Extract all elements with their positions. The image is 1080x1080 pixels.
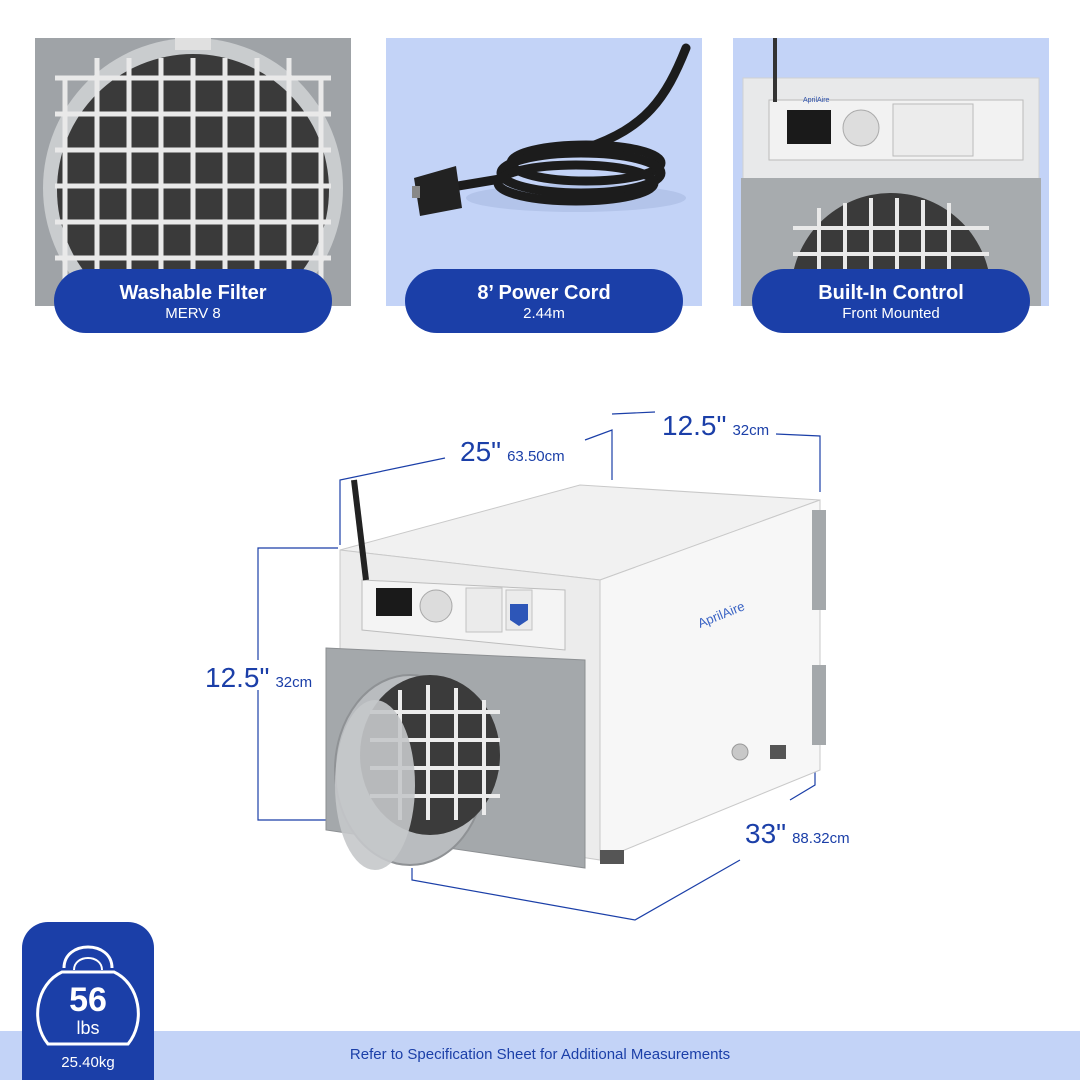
power-cord-illustration (412, 43, 691, 216)
dimension-depth-imperial: 12.5" (662, 410, 727, 441)
weight-badge: 56 lbs 25.40kg (22, 922, 154, 1080)
weight-value: 56 (69, 981, 107, 1019)
feature-badge-power-cord: 8’ Power Cord 2.44m (405, 269, 683, 333)
dimension-length-imperial: 33" (745, 818, 787, 849)
feature-badge-filter: Washable Filter MERV 8 (54, 269, 332, 333)
weight-unit: lbs (76, 1018, 100, 1038)
feature-title: Built-In Control (818, 282, 964, 304)
power-cord-image (386, 38, 702, 306)
feature-badge-control: Built-In Control Front Mounted (752, 269, 1030, 333)
footer-bar (0, 1031, 1080, 1080)
dimension-length-metric: 88.32cm (792, 830, 850, 847)
dimension-length: 33" 88.32cm (745, 818, 850, 850)
feature-subtitle: MERV 8 (165, 305, 221, 322)
dimension-lines (257, 411, 821, 921)
dimension-height: 12.5" 32cm (205, 662, 312, 694)
dimension-width: 25" 63.50cm (460, 436, 565, 468)
brand-label: AprilAire (803, 97, 830, 104)
filter-illustration (35, 38, 351, 306)
kettlebell-icon (36, 945, 140, 1046)
dimension-depth: 12.5" 32cm (662, 410, 769, 442)
feature-title: Washable Filter (119, 282, 267, 304)
feature-title: 8’ Power Cord (477, 282, 611, 304)
footer-note: Refer to Specification Sheet for Additio… (349, 1046, 731, 1063)
dimension-height-imperial: 12.5" (205, 662, 270, 693)
dimension-width-imperial: 25" (460, 436, 502, 467)
feature-subtitle: 2.44m (523, 305, 565, 322)
filter-image (35, 38, 351, 306)
feature-subtitle: Front Mounted (842, 305, 940, 322)
weight-metric: 25.40kg (61, 1054, 115, 1071)
dimension-width-metric: 63.50cm (507, 448, 565, 465)
dimension-height-metric: 32cm (275, 674, 313, 691)
dimension-depth-metric: 32cm (732, 422, 770, 439)
